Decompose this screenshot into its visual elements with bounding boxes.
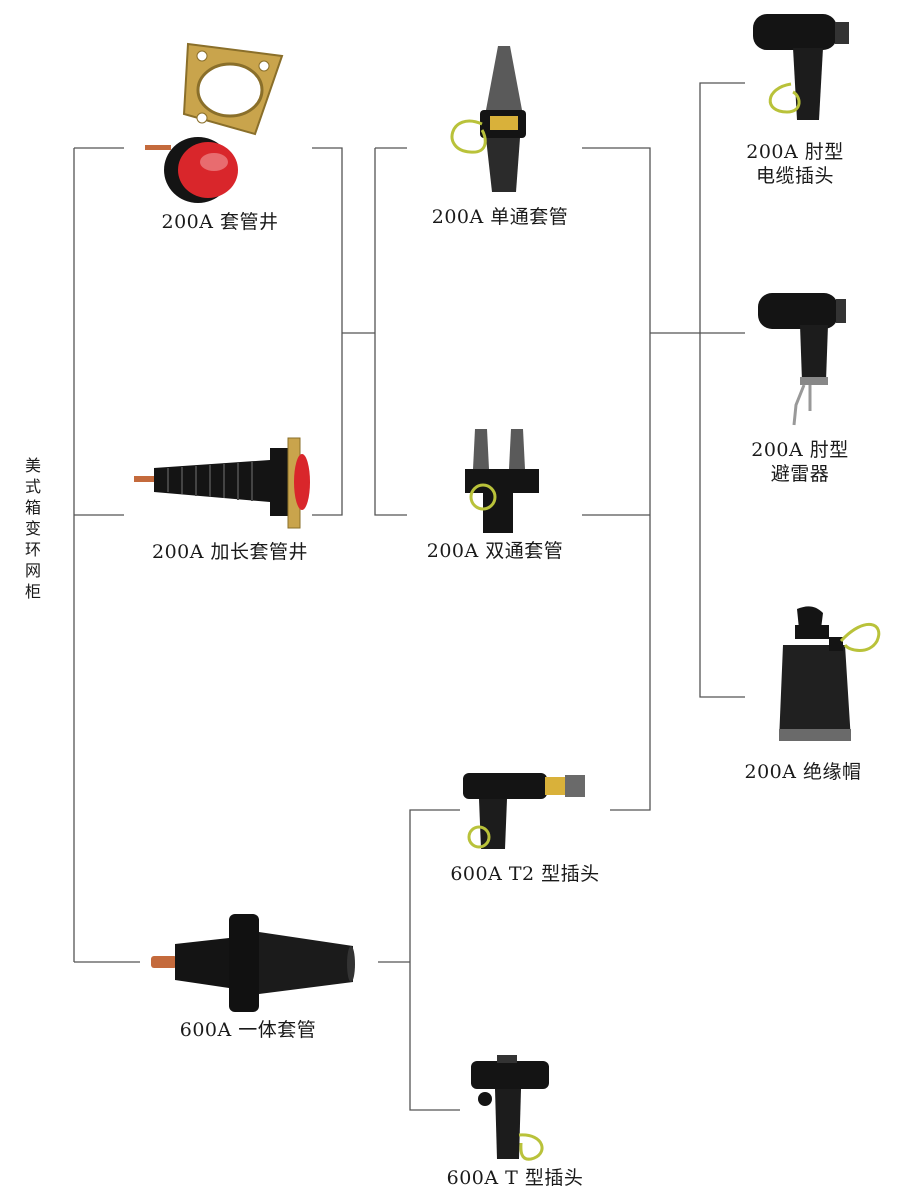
elbow-bracket-line — [699, 82, 745, 698]
insert-bracket-line — [374, 147, 407, 516]
single-bushing-insert-icon — [430, 40, 550, 200]
extended-bushing-well-caption: 200A 加长套管井 — [151, 541, 309, 563]
elbow-connector-icon — [745, 8, 855, 128]
elbow-arrester-icon — [750, 285, 850, 435]
insulating-cap-icon — [765, 605, 895, 750]
elbow-connector-caption-line-1: 200A 肘型 — [746, 141, 844, 163]
t-connector-caption: 600A T 型插头 — [446, 1167, 584, 1189]
t-bracket-line — [409, 809, 460, 1111]
insert-right-bracket-line — [582, 147, 651, 811]
integral-bushing-icon — [145, 910, 360, 1015]
elbow-arrester-caption-line-2: 避雷器 — [770, 463, 830, 485]
elbow-arrester-caption: 200A 肘型 避雷器 — [725, 438, 875, 486]
bushing-well-icon — [140, 30, 300, 205]
elbow-connector-caption: 200A 肘型 电缆插头 — [720, 140, 870, 188]
insulating-cap-caption: 200A 绝缘帽 — [744, 761, 862, 783]
double-bushing-insert-caption: 200A 双通套管 — [426, 540, 564, 562]
bushing-well-caption: 200A 套管井 — [161, 211, 279, 233]
integral-bushing-caption: 600A 一体套管 — [179, 1019, 317, 1041]
extended-bushing-well-icon — [130, 430, 310, 530]
t2-connector-caption: 600A T2 型插头 — [450, 863, 600, 885]
single-bushing-insert-caption: 200A 单通套管 — [431, 206, 569, 228]
well-bracket-line — [312, 147, 343, 516]
t-connector-icon — [465, 1055, 565, 1165]
elbow-connector-caption-line-2: 电缆插头 — [755, 165, 834, 187]
double-bushing-insert-icon — [455, 425, 545, 540]
t2-connector-icon — [455, 765, 595, 855]
root-label: 美式箱变环网柜 — [24, 456, 41, 601]
elbow-arrester-caption-line-1: 200A 肘型 — [751, 439, 849, 461]
